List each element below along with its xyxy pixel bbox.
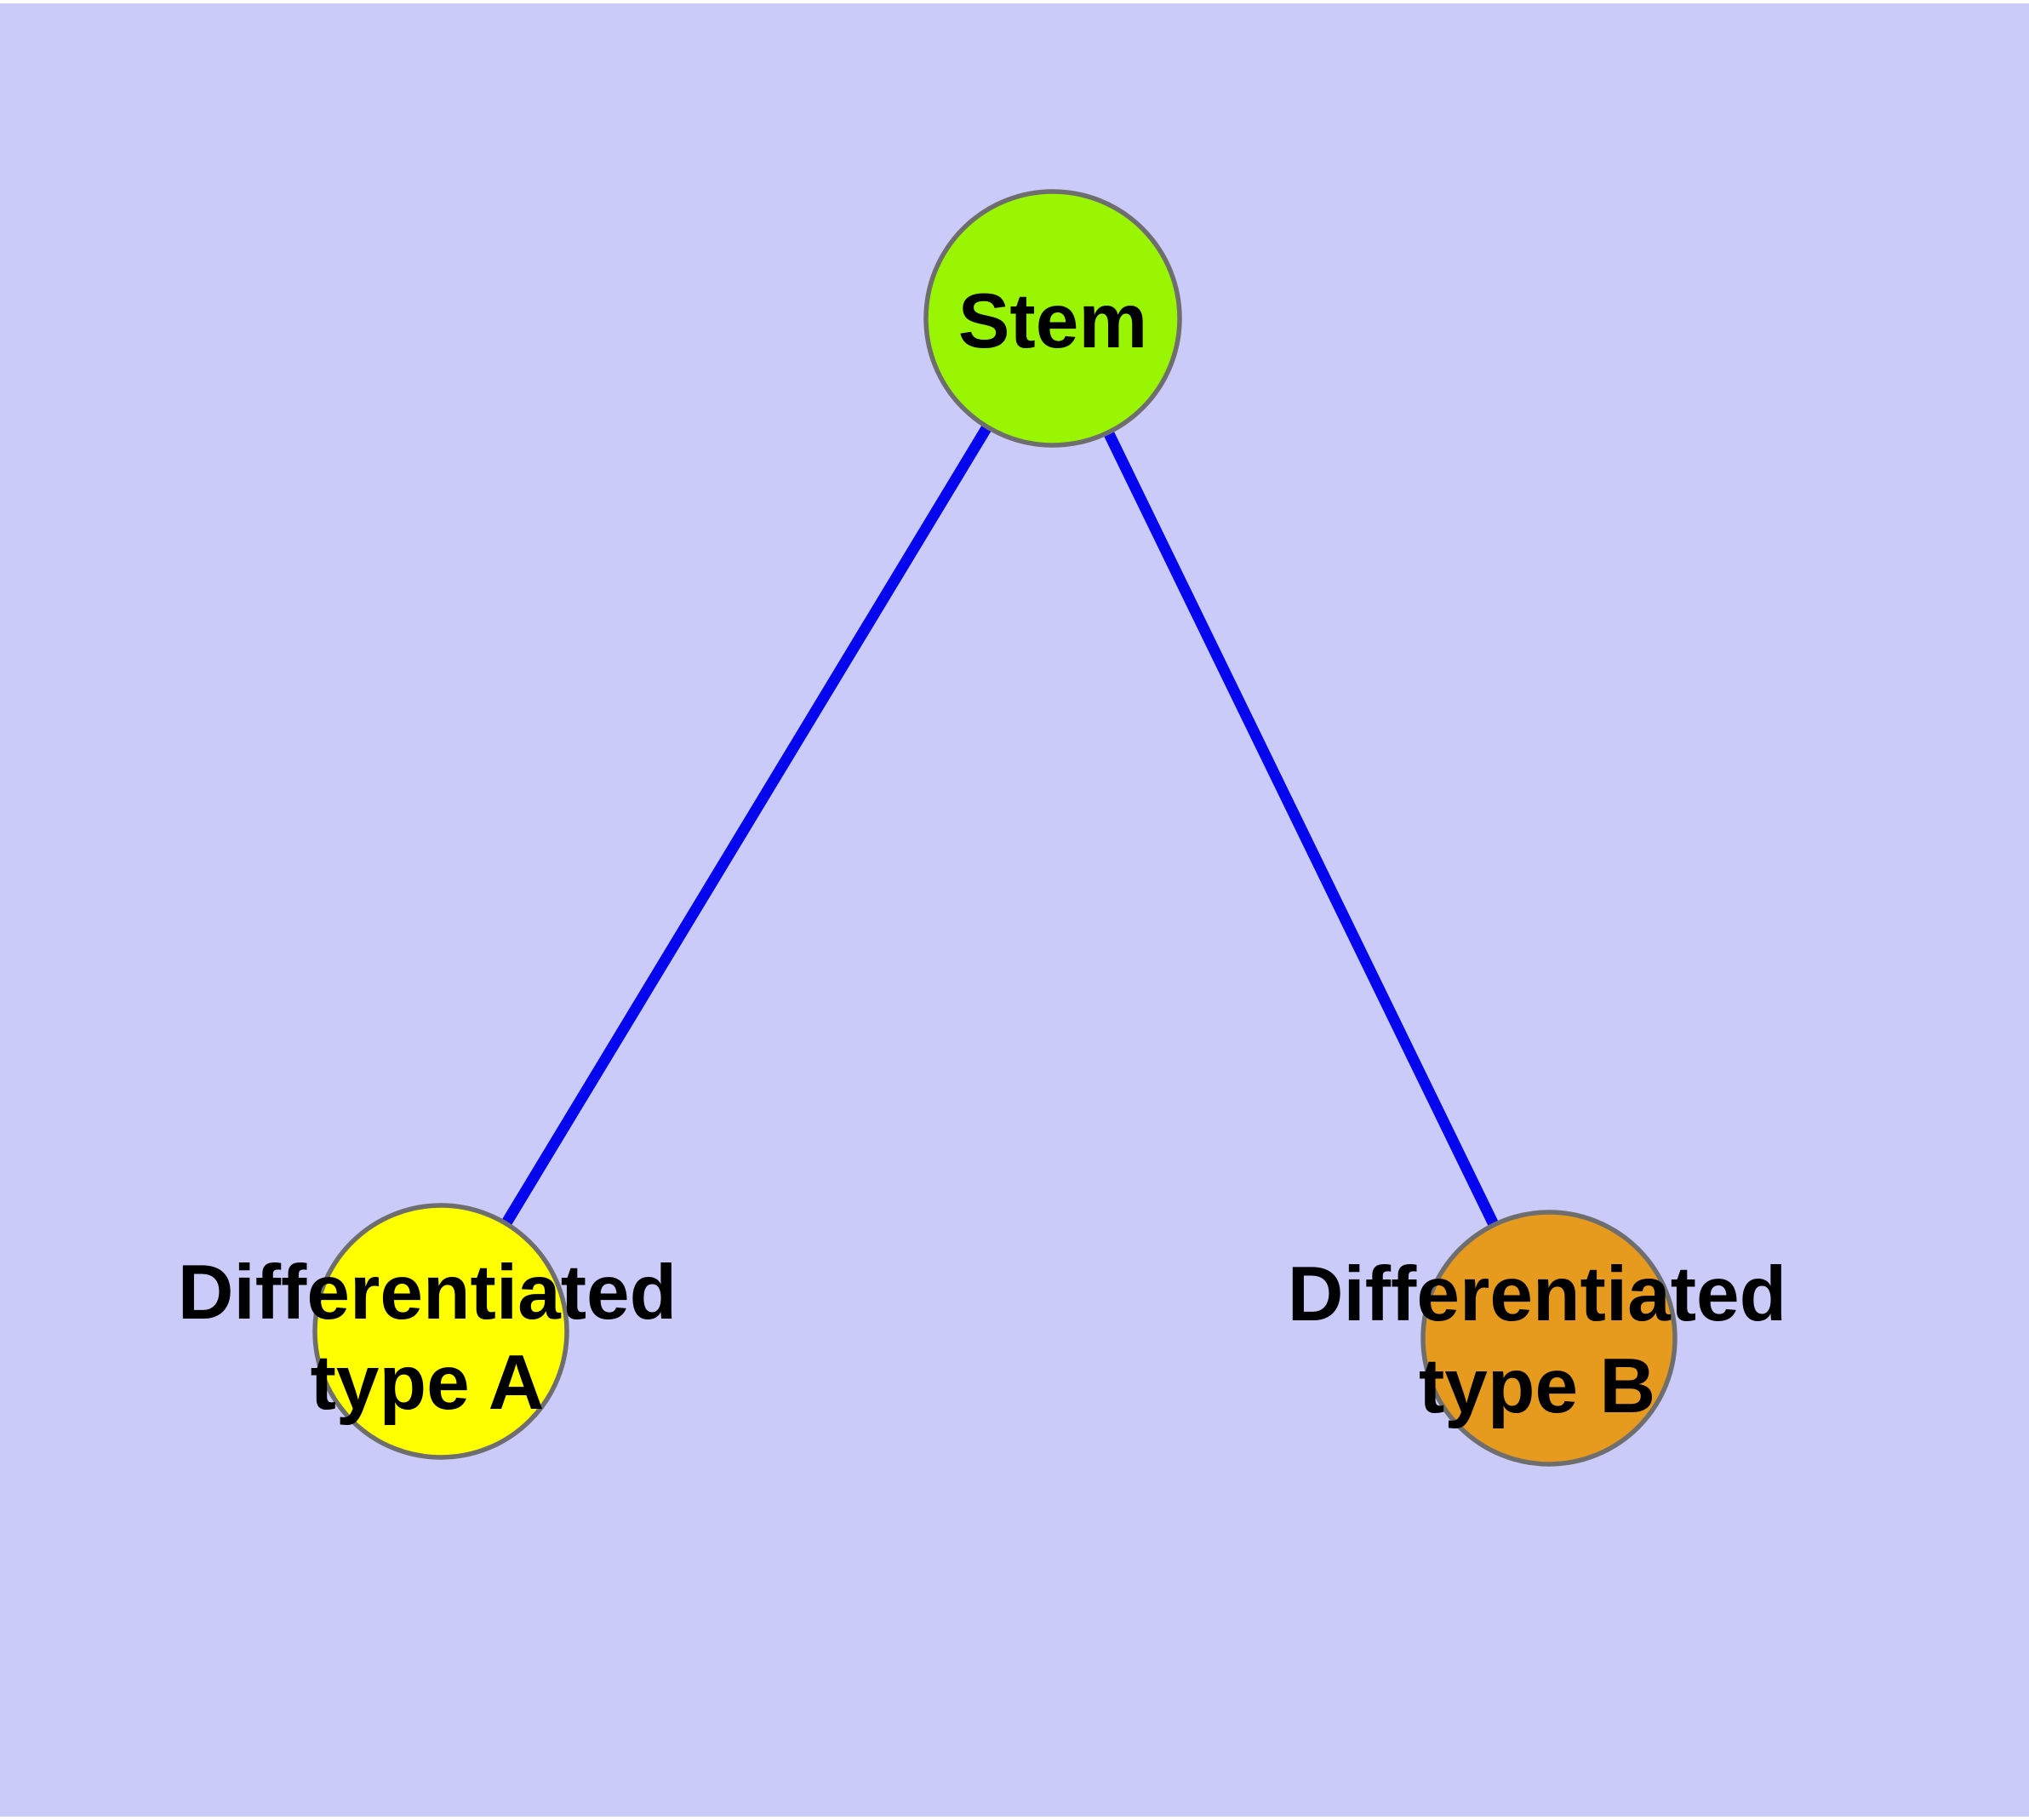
node-differentiated-type-a[interactable]	[312, 1203, 569, 1460]
node-differentiated-type-b[interactable]	[1420, 1210, 1677, 1467]
edge-stem-to-differentiated-type-b	[1048, 316, 1554, 1341]
node-stem-label: Stem	[958, 278, 1148, 364]
node-differentiated-type-a-label-line1: Differentiated	[178, 1250, 677, 1336]
edge-stem-to-differentiated-type-a	[436, 315, 1058, 1335]
edge-layer	[436, 315, 1554, 1341]
node-stem[interactable]	[923, 189, 1182, 448]
node-differentiated-type-b-label-line1: Differentiated	[1288, 1251, 1787, 1337]
node-differentiated-type-a-label-line2: type A	[311, 1340, 545, 1426]
node-differentiated-type-b-label-line2: type B	[1419, 1343, 1655, 1429]
label-layer: Stem Differentiated type A Differentiate…	[178, 278, 1787, 1429]
node-layer	[312, 189, 1677, 1467]
